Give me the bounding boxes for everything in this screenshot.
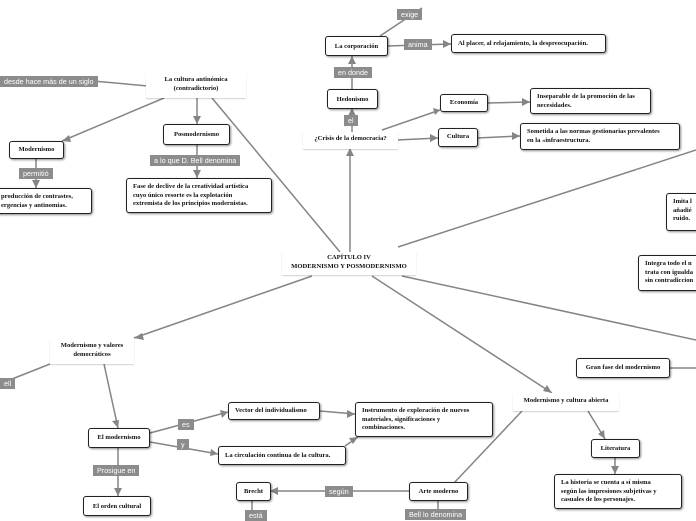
node-economia[interactable]: Economía — [440, 94, 488, 112]
label-el: el — [344, 115, 358, 126]
edge-central-cultura-antinomica — [211, 97, 341, 253]
node-posmodernismo[interactable]: Posmodernismo — [163, 124, 230, 145]
arrowhead — [348, 56, 356, 64]
node-cultura[interactable]: Cultura — [438, 128, 478, 147]
arrowhead — [270, 487, 278, 495]
arrowhead — [32, 180, 40, 188]
label-segun: según — [325, 486, 353, 497]
arrowhead — [134, 333, 144, 340]
label-desde: desde hace más de un siglo — [0, 76, 98, 87]
arrowhead — [598, 430, 605, 439]
arrowhead — [210, 449, 218, 456]
node-corporacion[interactable]: La corporación — [325, 36, 388, 56]
arrowhead — [433, 108, 440, 115]
edge-central-cultura-abierta — [371, 275, 553, 394]
node-gran-fase[interactable]: Gran fase del modernismo — [576, 358, 670, 378]
node-literatura[interactable]: Literatura — [591, 439, 640, 458]
edge-central-valores — [133, 275, 313, 339]
label-exige: exige — [397, 9, 423, 20]
edge-valores-el-modernismo — [103, 363, 119, 429]
arrowhead — [349, 437, 358, 444]
label-prosigue: Prosigue en — [93, 465, 140, 476]
node-placer[interactable]: Al placer, al relajamiento, la despreocu… — [451, 34, 606, 53]
node-orden-cultural[interactable]: El orden cultural — [83, 496, 151, 516]
node-arte-moderno[interactable]: Arte moderno — [409, 482, 468, 501]
edge-valores-bell — [11, 363, 51, 380]
arrowhead — [430, 134, 438, 142]
arrowhead — [114, 488, 122, 496]
node-el-modernismo[interactable]: El modernismo — [88, 428, 150, 448]
arrowhead — [543, 385, 552, 393]
node-hedonismo[interactable]: Hedonismo — [327, 89, 378, 109]
label-esta: está — [245, 510, 267, 521]
arrowhead — [220, 410, 228, 418]
edge-central-right-lower — [401, 275, 696, 341]
node-integra[interactable]: Integra todo el n trata con igualda sin … — [638, 255, 696, 291]
edge-abierta-arte — [453, 410, 523, 484]
label-bell-left: ell — [0, 378, 16, 389]
arrowhead — [193, 116, 201, 124]
node-economia-description[interactable]: Inseparable de la promoción de las neces… — [530, 88, 651, 114]
node-imita[interactable]: Imita l añadié ruido. — [666, 193, 696, 231]
node-cultura-description[interactable]: Sometida a las normas gestionarias preva… — [520, 123, 680, 150]
node-circulacion[interactable]: La circulación continua de la cultura. — [218, 446, 346, 465]
arrowhead — [62, 135, 71, 142]
arrowhead — [347, 410, 355, 418]
node-instrumento[interactable]: Instrumento de exploración de nuevos mat… — [355, 402, 493, 437]
arrowhead — [512, 132, 520, 140]
node-central-topic[interactable]: CAPÍTULO IV MODERNISMO Y POSMODERNISMO — [282, 252, 416, 275]
edge-antinomica-desde — [92, 80, 149, 87]
arrowhead — [611, 466, 619, 474]
arrowhead — [522, 98, 530, 106]
node-cultura-abierta[interactable]: Modernismo y cultura abierta — [513, 393, 619, 411]
node-cultura-antinomica[interactable]: La cultura antinómica (contradictorio) — [146, 73, 246, 98]
arrowhead — [348, 108, 356, 116]
node-modernismo-valores[interactable]: Modernismo y valores democráticos — [50, 338, 134, 364]
label-es: es — [178, 419, 194, 430]
arrowhead — [346, 148, 354, 156]
label-y: y — [177, 439, 189, 450]
label-bell-lo-denomina: Bell lo denomina — [405, 509, 467, 520]
label-bell-denomina: a lo que D. Bell denomina — [150, 155, 241, 166]
node-literatura-description[interactable]: La historia se cuenta a sí misma según l… — [554, 474, 682, 509]
node-vector[interactable]: Vector del individualismo — [228, 402, 320, 420]
edge-central-right-upper — [397, 149, 696, 248]
label-permitio: permitió — [19, 168, 53, 179]
node-crisis-democracia[interactable]: ¿Crisis de la democracia? — [303, 132, 398, 149]
edge-antinomica-modernismo — [61, 97, 165, 142]
arrowhead — [112, 420, 119, 428]
node-posmodernismo-description[interactable]: Fase de declive de la creatividad artíst… — [126, 178, 272, 213]
arrowhead — [443, 40, 451, 48]
edge-crisis-economia — [381, 109, 441, 131]
node-modernismo[interactable]: Modernismo — [9, 141, 64, 159]
node-brecht[interactable]: Brecht — [236, 482, 271, 501]
node-modernismo-description[interactable]: producción de contrastes, ergencias y an… — [0, 188, 92, 214]
arrowhead — [193, 170, 201, 178]
label-en-donde: en donde — [334, 67, 372, 78]
label-anima: anima — [404, 39, 432, 50]
